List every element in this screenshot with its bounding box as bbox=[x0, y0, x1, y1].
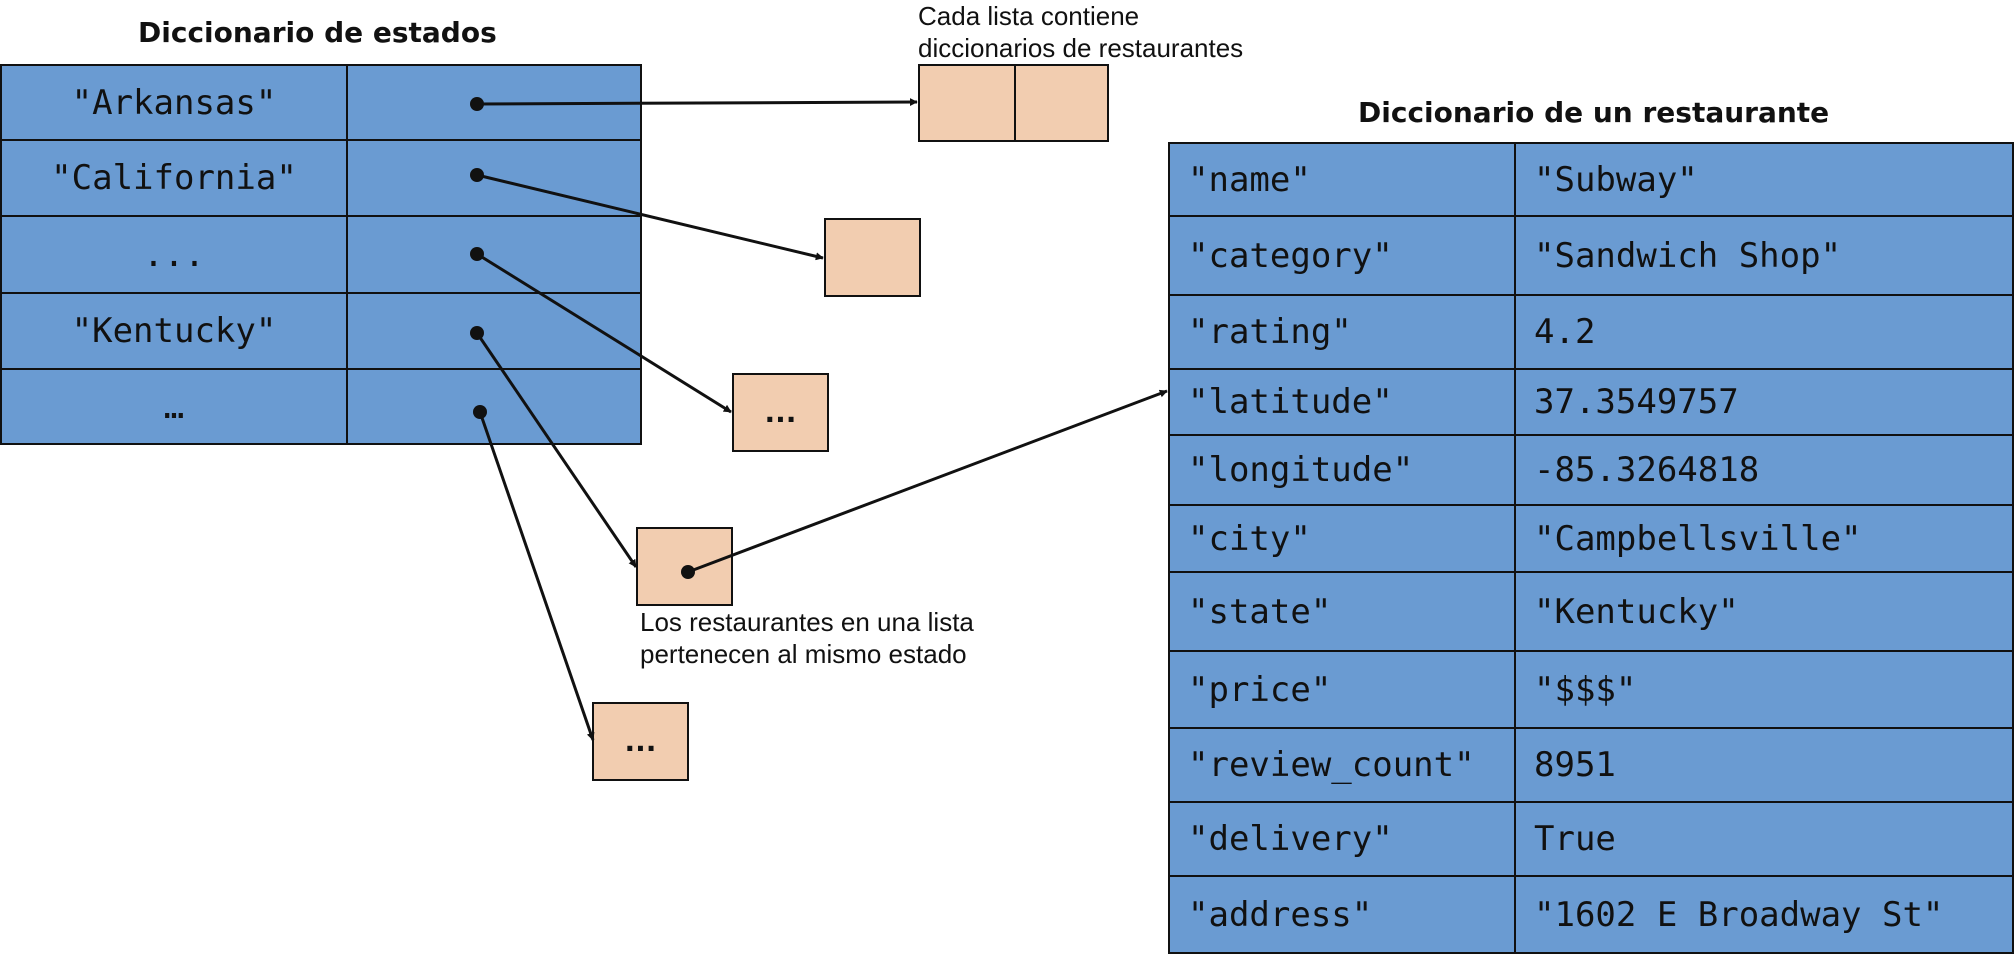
list-contents-note: Cada lista contiene diccionarios de rest… bbox=[918, 0, 1243, 64]
pointer-dot-arkansas bbox=[470, 97, 484, 111]
arrow-kentucky bbox=[475, 332, 638, 568]
pointer-dot-ellipsis bbox=[470, 247, 484, 261]
list-contents-note-line-2: diccionarios de restaurantes bbox=[918, 33, 1244, 63]
restaurant-dict-title: Diccionario de un restaurante bbox=[1358, 96, 1830, 129]
list-contents-note-line-1: Cada lista contiene bbox=[918, 1, 1140, 31]
same-state-note: Los restaurantes en una lista pertenecen… bbox=[640, 606, 974, 670]
restaurant-key-category: "category" bbox=[1168, 215, 1516, 296]
pointer-dot-california bbox=[470, 168, 484, 182]
restaurant-value-address: "1602 E Broadway St" bbox=[1514, 875, 2014, 954]
arrow-arkansas bbox=[476, 98, 918, 107]
arrow-more bbox=[478, 411, 595, 741]
same-state-note-line-2: pertenecen al mismo estado bbox=[640, 639, 967, 669]
state-key-more: … bbox=[0, 368, 348, 445]
restaurant-value-delivery: True bbox=[1514, 801, 2014, 877]
restaurant-value-rating: 4.2 bbox=[1514, 294, 2014, 370]
restaurant-value-price: "$$$" bbox=[1514, 650, 2014, 729]
arrow-california bbox=[476, 173, 824, 261]
restaurant-key-address: "address" bbox=[1168, 875, 1516, 954]
restaurant-value-city: "Campbellsville" bbox=[1514, 504, 2014, 573]
state-key-arkansas: "Arkansas" bbox=[0, 64, 348, 141]
arrow-to-restaurant bbox=[687, 389, 1168, 574]
restaurant-key-city: "city" bbox=[1168, 504, 1516, 573]
restaurant-value-latitude: 37.3549757 bbox=[1514, 368, 2014, 436]
state-key-california: "California" bbox=[0, 139, 348, 217]
state-value-more bbox=[346, 368, 642, 445]
restaurant-key-review-count: "review_count" bbox=[1168, 727, 1516, 803]
restaurant-key-rating: "rating" bbox=[1168, 294, 1516, 370]
pointer-dot-kentucky bbox=[470, 326, 484, 340]
same-state-note-line-1: Los restaurantes en una lista bbox=[640, 607, 974, 637]
restaurant-key-delivery: "delivery" bbox=[1168, 801, 1516, 877]
states-dict-title: Diccionario de estados bbox=[138, 16, 497, 49]
restaurant-key-latitude: "latitude" bbox=[1168, 368, 1516, 436]
restaurant-value-category: "Sandwich Shop" bbox=[1514, 215, 2014, 296]
restaurant-value-longitude: -85.3264818 bbox=[1514, 434, 2014, 506]
arkansas-list-box-2 bbox=[1014, 64, 1109, 142]
arrow-ellipsis bbox=[476, 252, 732, 414]
ellipsis-list-box: ... bbox=[732, 373, 829, 452]
arkansas-list-box-1 bbox=[918, 64, 1016, 142]
pointer-dot-restaurant bbox=[681, 565, 695, 579]
more-list-box: ... bbox=[592, 702, 689, 781]
state-key-kentucky: "Kentucky" bbox=[0, 292, 348, 370]
kentucky-list-box bbox=[636, 527, 733, 606]
restaurant-value-name: "Subway" bbox=[1514, 142, 2014, 217]
pointer-dot-more bbox=[473, 405, 487, 419]
restaurant-key-longitude: "longitude" bbox=[1168, 434, 1516, 506]
california-list-box bbox=[824, 218, 921, 297]
